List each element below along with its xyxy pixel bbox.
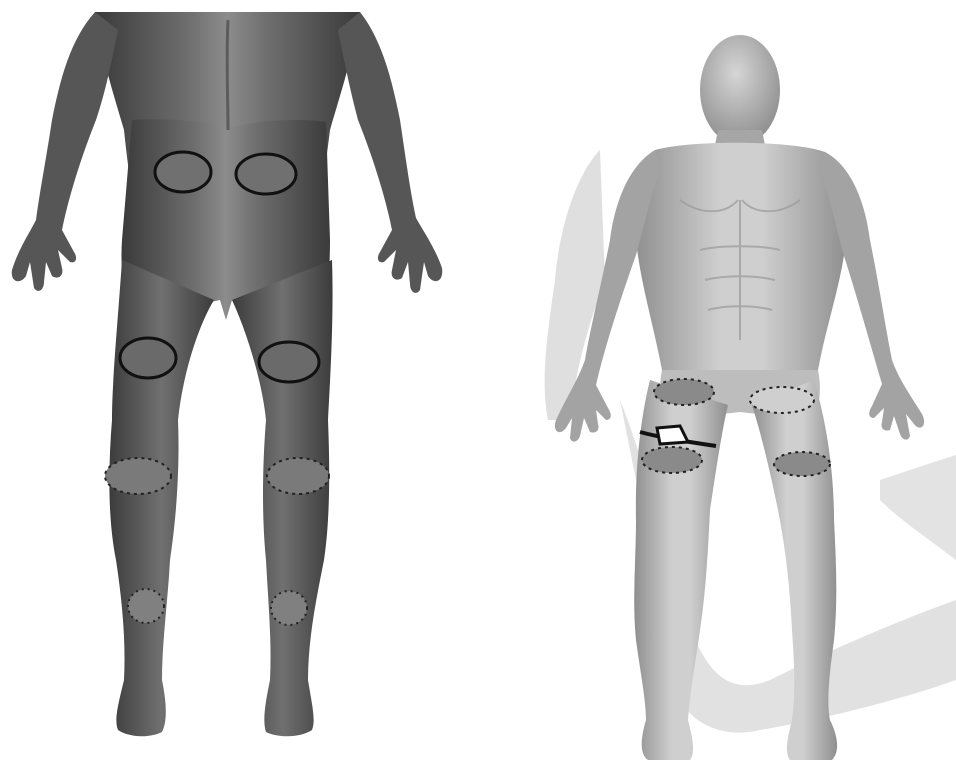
- marker-left-quad-lower: [642, 447, 702, 473]
- marker-left-hamstring: [120, 338, 176, 378]
- back-left-arm: [12, 12, 118, 291]
- posterior-body: [12, 12, 443, 736]
- marker-right-quad-lower: [774, 452, 830, 476]
- marker-left-quad-upper: [654, 379, 714, 405]
- marker-left-calf: [105, 458, 171, 494]
- front-right-arm: [820, 152, 924, 440]
- marker-right-quad-upper: [750, 387, 814, 413]
- marker-left-ankle: [128, 589, 164, 623]
- back-right-arm: [338, 12, 442, 293]
- back-right-leg: [232, 260, 333, 736]
- marker-right-gluteal: [236, 154, 296, 194]
- marker-right-hamstring: [259, 342, 319, 382]
- back-left-leg: [109, 260, 214, 736]
- marker-right-calf: [267, 458, 329, 494]
- head: [700, 35, 780, 145]
- marker-left-gluteal: [155, 152, 211, 192]
- marker-right-ankle: [271, 591, 307, 625]
